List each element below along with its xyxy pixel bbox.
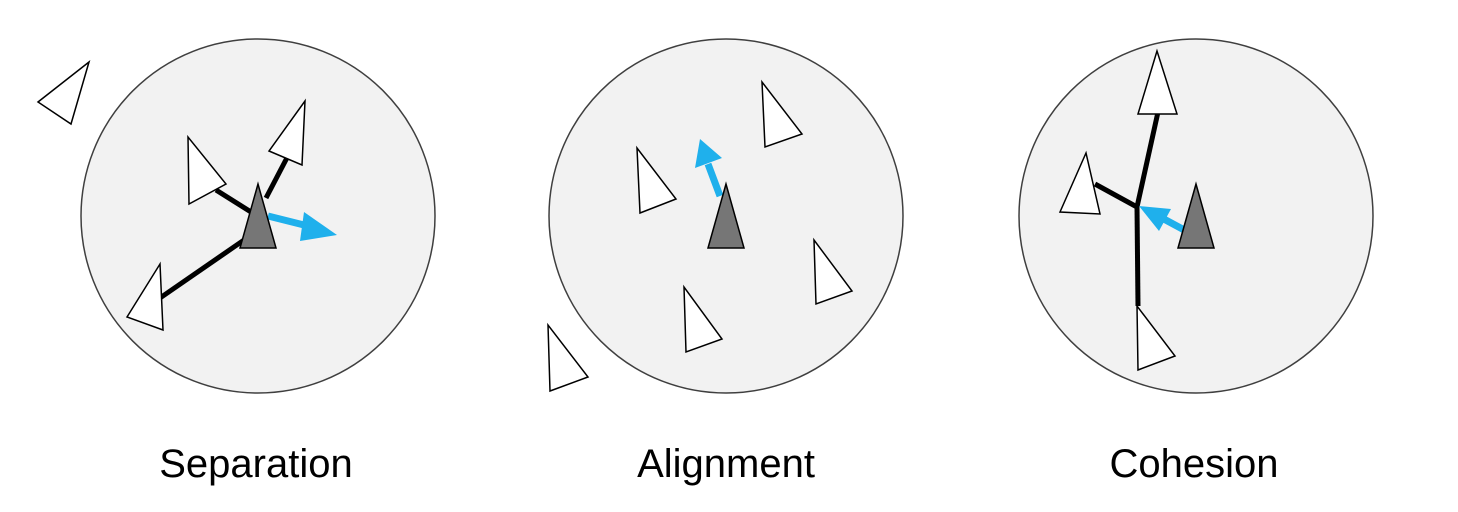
- focus-boid: [239, 181, 277, 249]
- neighbor-boid: [683, 284, 724, 354]
- cohesion-link-down: [1134, 206, 1141, 307]
- separation-panel: Separation: [36, 38, 436, 486]
- neighbor-boid: [267, 98, 306, 167]
- outside-boid: [547, 322, 590, 393]
- neighbor-boid: [1058, 150, 1101, 215]
- neighbor-boid: [636, 145, 678, 215]
- outside-boid: [36, 59, 91, 126]
- neighbor-boid: [1136, 48, 1179, 115]
- arrow-head-icon: [300, 212, 337, 241]
- cohesion-panel: Cohesion: [1018, 38, 1374, 486]
- alignment-steer-arrow: [704, 162, 724, 198]
- cohesion-link-left: [1093, 181, 1139, 210]
- neighbor-boid: [1136, 303, 1177, 372]
- separation-link-down-left: [158, 237, 246, 301]
- cohesion-link-up: [1134, 111, 1161, 208]
- alignment-panel: Alignment: [547, 38, 904, 486]
- neighbor-boid: [125, 261, 164, 332]
- focus-boid: [1177, 181, 1215, 249]
- alignment-label: Alignment: [637, 442, 815, 486]
- arrow-head-icon: [695, 139, 722, 168]
- neighbor-boid: [187, 134, 228, 206]
- arrow-head-icon: [1139, 206, 1171, 231]
- neighbor-boid: [813, 237, 854, 306]
- separation-label: Separation: [159, 442, 352, 486]
- separation-link-up-right: [263, 150, 293, 200]
- cohesion-label: Cohesion: [1109, 442, 1278, 486]
- focus-boid: [707, 181, 745, 249]
- neighbor-boid: [761, 79, 804, 149]
- separation-link-up-left: [214, 187, 253, 215]
